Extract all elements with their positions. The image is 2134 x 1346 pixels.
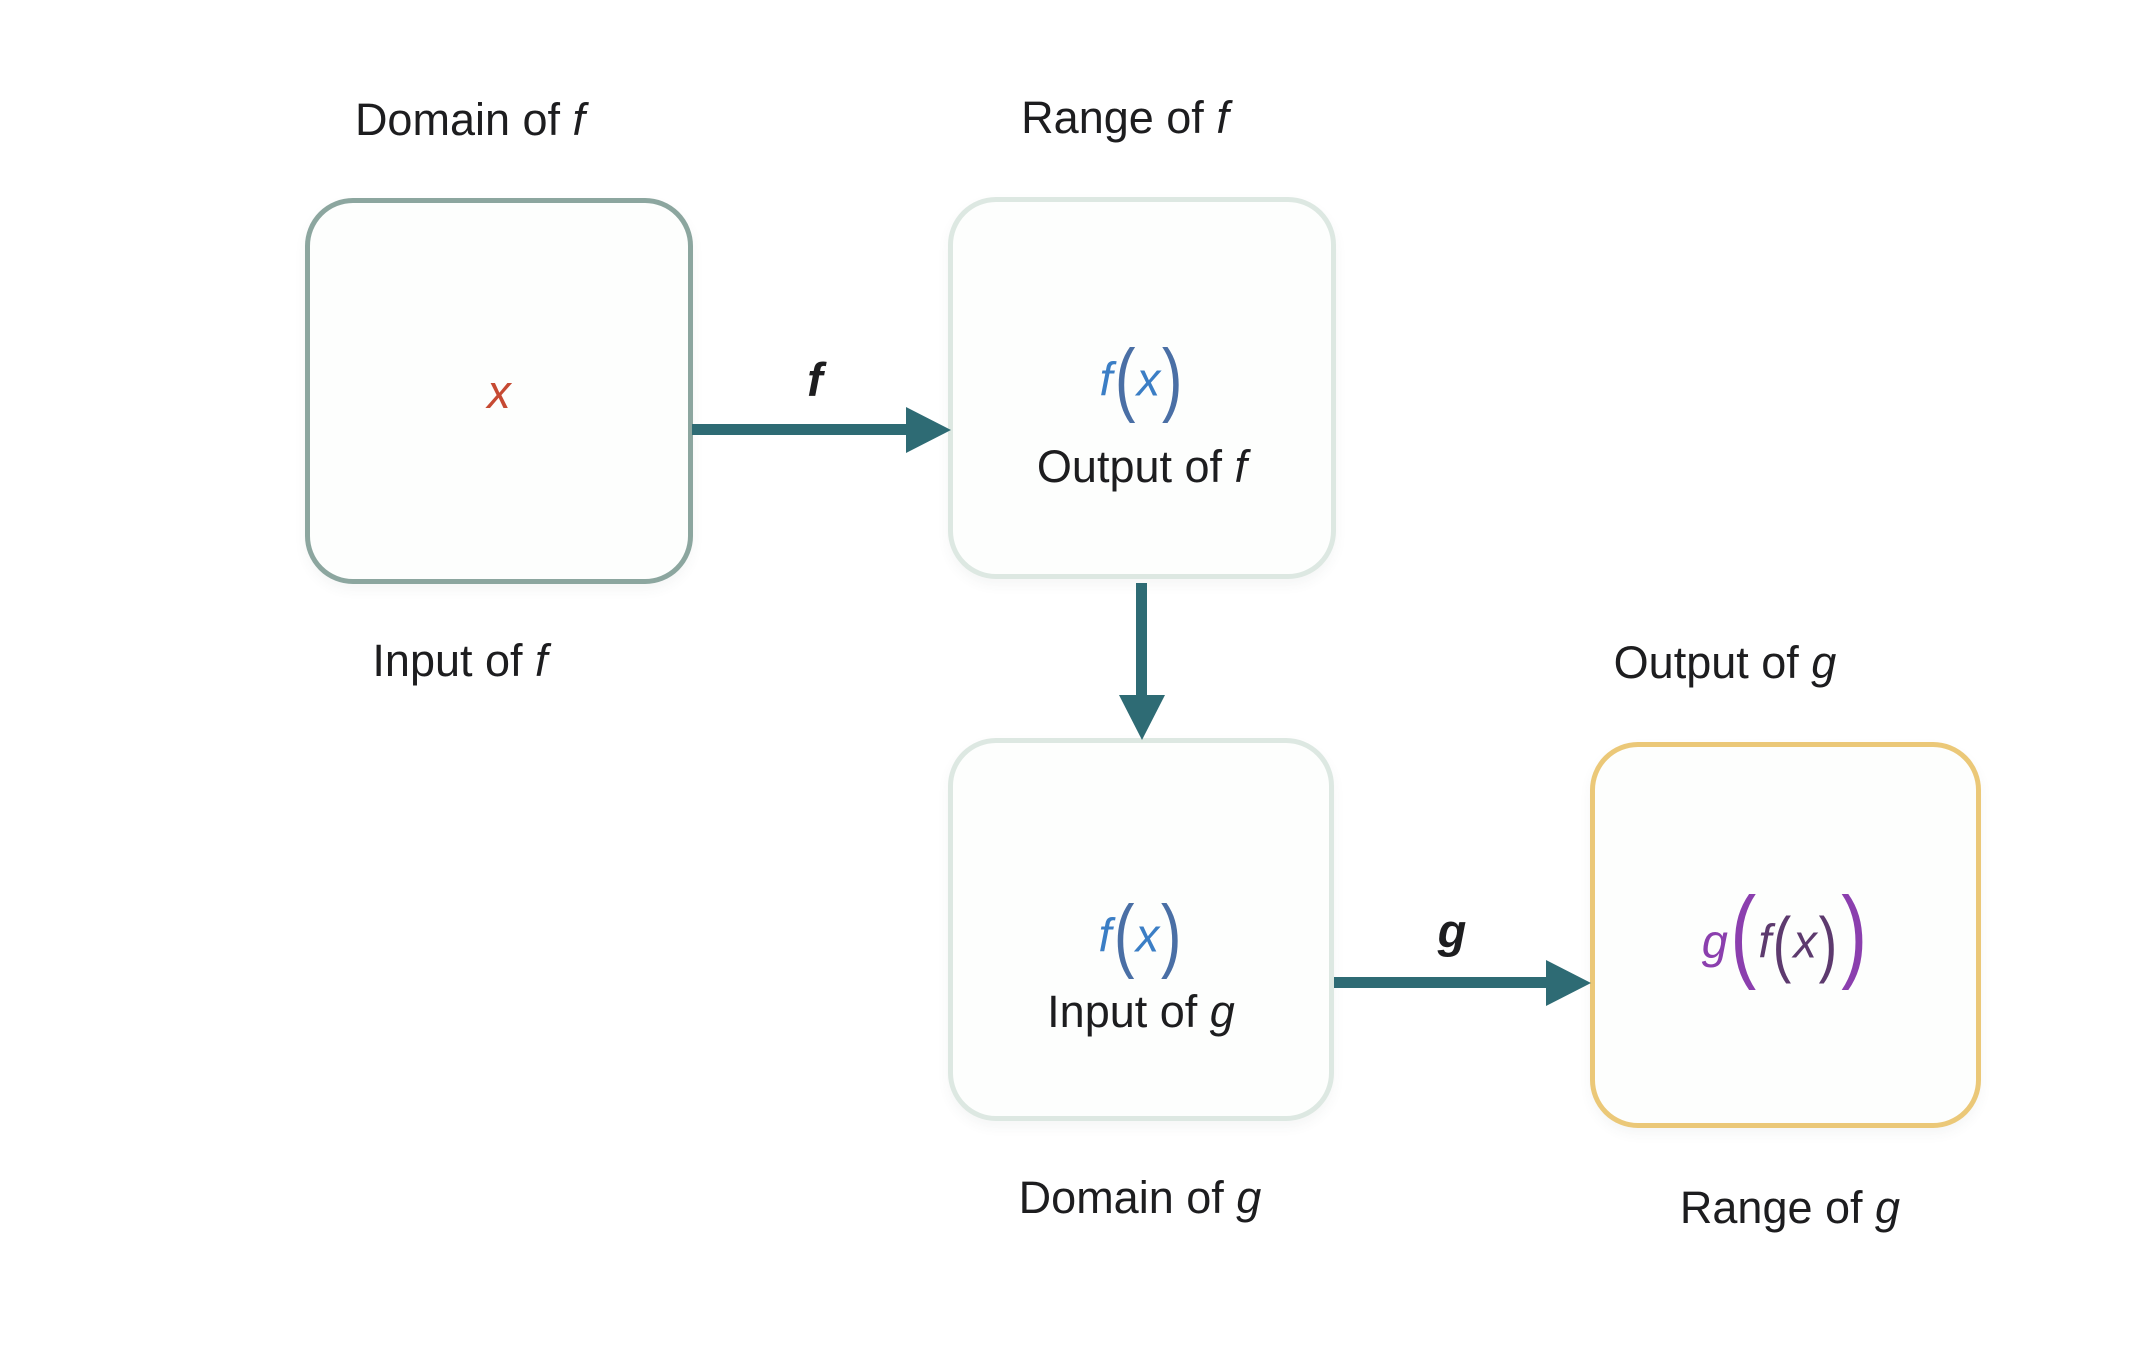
close-paren: ) (1161, 889, 1182, 980)
math-x: x (487, 364, 511, 418)
open-paren: ( (1113, 889, 1134, 980)
math-var-g: g (1236, 1172, 1262, 1223)
box-range-of-f: f(x) Output of f (948, 197, 1336, 579)
arrow-fx-shaft (1136, 583, 1147, 697)
label-text: Domain of (354, 94, 573, 145)
arrow-f-label: f (807, 353, 823, 406)
box-domain-of-g: f(x) Input of g (948, 738, 1334, 1121)
math-var-f: f (1216, 92, 1229, 143)
label-text: Output of (1613, 637, 1812, 688)
label-text: Range of (1021, 92, 1217, 143)
math-var-f: f (1098, 908, 1112, 962)
math-var-f: f (1099, 352, 1113, 406)
math-var-g: g (1209, 985, 1235, 1037)
arrow-f-head-icon (906, 407, 951, 453)
math-var-f: f (535, 635, 548, 686)
label-text: Range of (1679, 1182, 1876, 1233)
math-f-of-x: f(x) (1098, 894, 1183, 975)
math-g-of-f-of-x: g(f(x)) (1701, 883, 1870, 985)
box-domain-of-f: x (305, 198, 693, 584)
label-text: Output of (1036, 441, 1235, 493)
label-output-of-f: Output of f (1037, 441, 1247, 493)
math-var-x: x (1793, 914, 1817, 968)
label-domain-of-g: Domain of g (915, 1172, 1365, 1224)
label-range-of-g: Range of g (1565, 1182, 2015, 1234)
close-paren-outer: ) (1841, 876, 1868, 992)
label-input-of-f: Input of f (235, 635, 685, 687)
math-f-of-x: f(x) (1099, 337, 1184, 418)
arrow-g-head-icon (1546, 960, 1591, 1006)
close-paren-inner: ) (1818, 901, 1838, 985)
math-var-f: f (1758, 914, 1772, 968)
arrow-g-shaft (1334, 977, 1548, 988)
label-text: Input of (372, 635, 536, 686)
math-var-x: x (1135, 908, 1160, 962)
label-input-of-g: Input of g (1047, 986, 1235, 1038)
open-paren-outer: ( (1730, 876, 1757, 992)
close-paren: ) (1162, 332, 1183, 424)
open-paren: ( (1114, 332, 1135, 424)
math-var-f: f (1234, 441, 1248, 493)
label-text: Input of (1047, 985, 1210, 1037)
label-output-of-g: Output of g (1500, 637, 1950, 689)
math-var-f: f (572, 94, 586, 145)
math-var-g: g (1875, 1182, 1901, 1233)
open-paren-inner: ( (1773, 901, 1792, 985)
label-range-of-f: Range of f (900, 92, 1350, 144)
arrow-fx-head-icon (1119, 695, 1165, 740)
arrow-g-label: g (1437, 904, 1467, 957)
arrow-f-shaft (692, 424, 908, 435)
label-domain-of-f: Domain of f (240, 94, 700, 146)
box-range-of-g: g(f(x)) (1590, 742, 1981, 1128)
math-var-g: g (1811, 637, 1837, 688)
math-var-x: x (1136, 352, 1161, 406)
label-text: Domain of (1018, 1172, 1237, 1223)
math-var-g: g (1701, 914, 1728, 968)
